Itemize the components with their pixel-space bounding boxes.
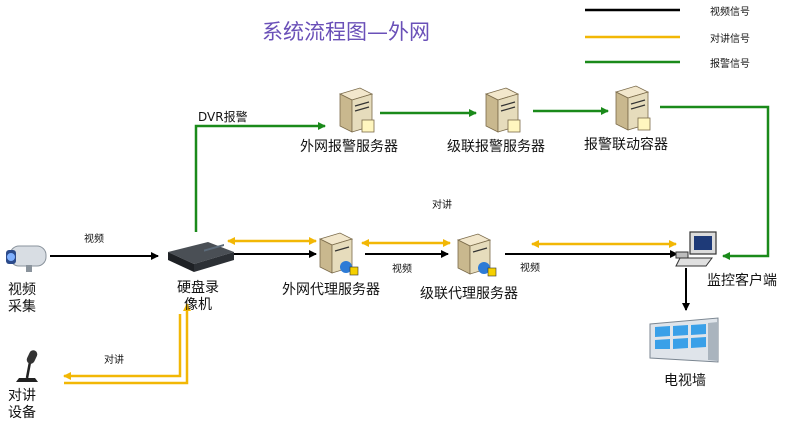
dvr-alarm-label: DVR报警 bbox=[198, 110, 248, 124]
alarm-linkage-server-icon bbox=[614, 85, 651, 131]
dvr-alarm-line bbox=[194, 122, 326, 232]
intercom-device-label: 对讲 设备 bbox=[8, 388, 36, 421]
page-title: 系统流程图—外网 bbox=[262, 20, 430, 44]
video-in-label: 视频 bbox=[84, 234, 104, 245]
tv-wall-label: 电视墙 bbox=[664, 373, 706, 389]
cascade-alarm-server-label: 级联报警服务器 bbox=[447, 139, 545, 155]
camera-label: 视频 采集 bbox=[8, 282, 36, 315]
cascade-alarm-server-icon bbox=[484, 87, 521, 133]
legend-alarm-label: 报警信号 bbox=[710, 59, 750, 70]
dvr-label: 硬盘录 像机 bbox=[177, 280, 219, 313]
external-alarm-server-label: 外网报警服务器 bbox=[300, 139, 398, 155]
video-mid-label: 视频 bbox=[392, 264, 412, 275]
cascade-proxy-label: 级联代理服务器 bbox=[420, 286, 518, 302]
intercom-in-label: 对讲 bbox=[104, 355, 124, 366]
cascade-proxy-server-icon bbox=[456, 233, 497, 277]
dvr-icon bbox=[168, 242, 234, 272]
external-proxy-server-icon bbox=[318, 232, 359, 276]
computer-icon bbox=[675, 231, 717, 267]
monitor-client-label: 监控客户端 bbox=[707, 273, 777, 289]
external-alarm-server-icon bbox=[338, 87, 375, 133]
video-right-label: 视频 bbox=[520, 263, 540, 274]
alarm-line-linkage-to-client bbox=[660, 105, 770, 260]
intercom-line-device-dvr-2 bbox=[64, 303, 191, 385]
legend-intercom-label: 对讲信号 bbox=[710, 34, 750, 45]
legend-video-label: 视频信号 bbox=[710, 7, 750, 18]
intercom-line-device-dvr bbox=[63, 314, 182, 380]
camera-icon bbox=[6, 245, 47, 272]
alarm-linkage-label: 报警联动容器 bbox=[584, 137, 668, 153]
tv-wall-icon bbox=[649, 317, 719, 363]
external-proxy-label: 外网代理服务器 bbox=[282, 282, 380, 298]
intercom-top-label: 对讲 bbox=[432, 200, 452, 211]
microphone-icon bbox=[16, 350, 38, 382]
